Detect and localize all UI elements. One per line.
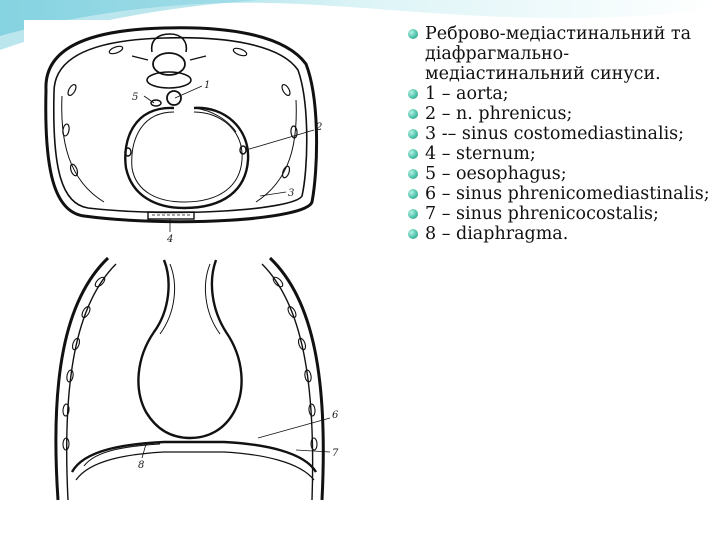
transverse-section-diagram <box>44 26 319 232</box>
legend-text: 4 – sternum; <box>425 144 536 164</box>
label-5: 5 <box>132 92 138 103</box>
legend-text: 8 – diaphragma. <box>425 224 569 244</box>
legend-item: 2 – n. phrenicus; <box>408 104 718 124</box>
header-decor-band <box>0 0 720 50</box>
label-4: 4 <box>166 234 173 245</box>
legend-text: Реброво-медіастинальний та діафрагмально… <box>425 24 692 84</box>
legend-text: 5 – oesophagus; <box>425 164 567 184</box>
bullet-icon <box>408 209 418 219</box>
legend-text: 7 – sinus phrenicocostalis; <box>425 204 659 224</box>
legend-text: 2 – n. phrenicus; <box>425 104 573 124</box>
label-8: 8 <box>138 460 144 471</box>
legend-text: 6 – sinus phrenicomediastinalis; <box>425 184 710 204</box>
legend-item: Реброво-медіастинальний та діафрагмально… <box>408 24 718 84</box>
label-3: 3 <box>288 188 294 199</box>
legend-item: 4 – sternum; <box>408 144 718 164</box>
label-6: 6 <box>332 410 339 421</box>
bullet-icon <box>408 29 418 39</box>
transverse-section-labels: 1 2 3 4 5 <box>132 80 322 245</box>
anatomy-figure: 1 2 3 4 5 <box>24 20 362 518</box>
legend-item: 5 – oesophagus; <box>408 164 718 184</box>
legend-text: 3 -– sinus costomediastinalis; <box>425 124 685 144</box>
bullet-icon <box>408 109 418 119</box>
legend-item: 3 -– sinus costomediastinalis; <box>408 124 718 144</box>
label-1: 1 <box>204 80 210 91</box>
legend-text: 1 – aorta; <box>425 84 509 104</box>
bullet-icon <box>408 169 418 179</box>
legend-item: 8 – diaphragma. <box>408 224 718 244</box>
legend-item: 6 – sinus phrenicomediastinalis; <box>408 184 718 204</box>
bullet-icon <box>408 229 418 239</box>
label-7: 7 <box>332 448 339 459</box>
legend-item: 7 – sinus phrenicocostalis; <box>408 204 718 224</box>
frontal-section-diagram <box>54 256 331 501</box>
bullet-icon <box>408 149 418 159</box>
legend-item: 1 – aorta; <box>408 84 718 104</box>
label-2: 2 <box>315 122 322 133</box>
bullet-icon <box>408 89 418 99</box>
frontal-section-labels: 6 7 8 <box>138 410 339 471</box>
bullet-icon <box>408 189 418 199</box>
bullet-icon <box>408 129 418 139</box>
legend-bullet-list: Реброво-медіастинальний та діафрагмально… <box>408 24 718 244</box>
